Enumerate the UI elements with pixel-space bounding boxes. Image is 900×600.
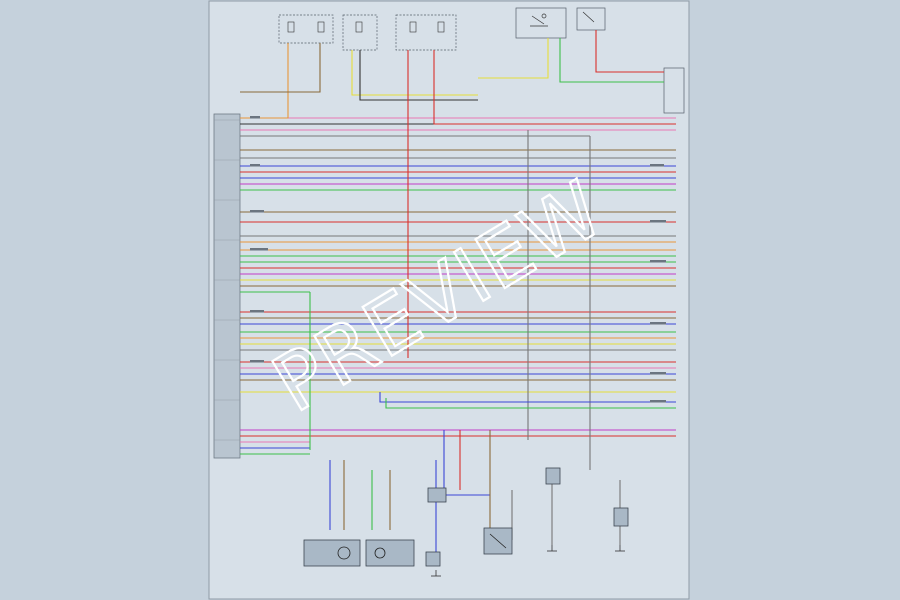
relay-switch-icon — [530, 11, 595, 27]
connector-j2 — [425, 551, 441, 567]
vertical-feed-wires — [240, 30, 676, 470]
motor-icon — [337, 533, 507, 560]
fuse-icon — [287, 21, 445, 33]
main-switch-component — [365, 539, 415, 567]
steering-switch-component — [303, 539, 361, 567]
ground-icon — [431, 545, 625, 577]
fuse-box-1 — [278, 14, 334, 44]
bottom-components — [303, 467, 629, 567]
fuse-box-2 — [342, 14, 378, 51]
bottom-routing-wires — [309, 292, 676, 560]
control-module-pins — [214, 119, 240, 441]
instrument-panel-connector — [663, 67, 685, 114]
relay-box-1 — [515, 7, 567, 39]
wire-code-labels — [250, 116, 666, 403]
fuse-box-3 — [395, 14, 457, 51]
diagram-sheet — [208, 0, 690, 600]
connector-j4 — [613, 507, 629, 527]
control-module-connector — [213, 113, 241, 459]
connector-j3 — [545, 467, 561, 485]
horizontal-wires — [240, 117, 676, 455]
connector-j1 — [427, 487, 447, 503]
